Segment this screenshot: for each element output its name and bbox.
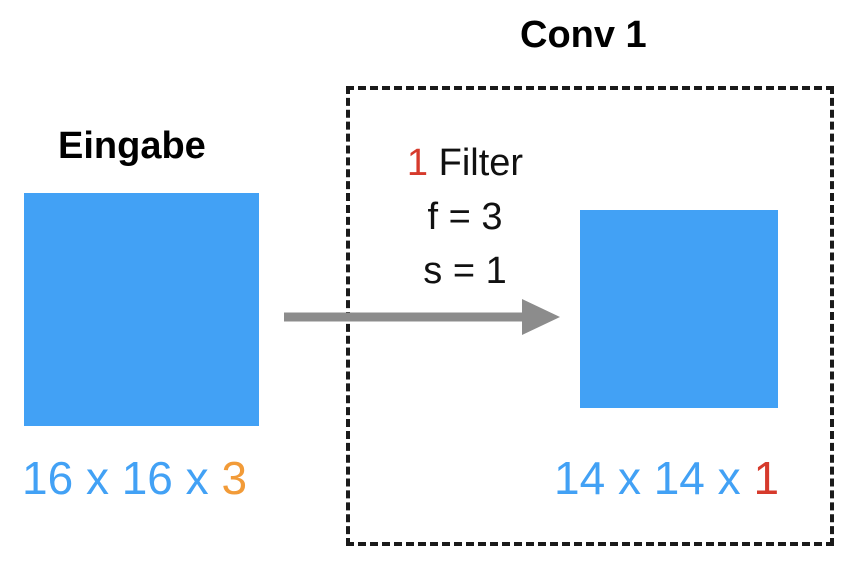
arrow-right-icon bbox=[284, 299, 560, 335]
conv-parameters: 1 Filter f = 3 s = 1 bbox=[380, 136, 550, 298]
filter-size: f = 3 bbox=[427, 196, 503, 238]
filter-line: 1 Filter bbox=[380, 136, 550, 190]
filter-label: Filter bbox=[428, 142, 524, 184]
input-dims-prefix: 16 x 16 x bbox=[22, 452, 222, 504]
output-dims-prefix: 14 x 14 x bbox=[554, 452, 754, 504]
input-volume bbox=[24, 193, 259, 426]
output-volume bbox=[580, 210, 778, 408]
stride: s = 1 bbox=[423, 250, 507, 292]
input-title: Eingabe bbox=[58, 125, 206, 167]
input-channels: 3 bbox=[221, 452, 248, 504]
filter-count: 1 bbox=[406, 142, 429, 184]
input-dimensions: 16 x 16 x 3 bbox=[22, 451, 247, 505]
arrow-head bbox=[522, 299, 560, 335]
output-dimensions: 14 x 14 x 1 bbox=[554, 451, 779, 505]
output-channels: 1 bbox=[753, 452, 780, 504]
conv-title: Conv 1 bbox=[520, 14, 647, 56]
